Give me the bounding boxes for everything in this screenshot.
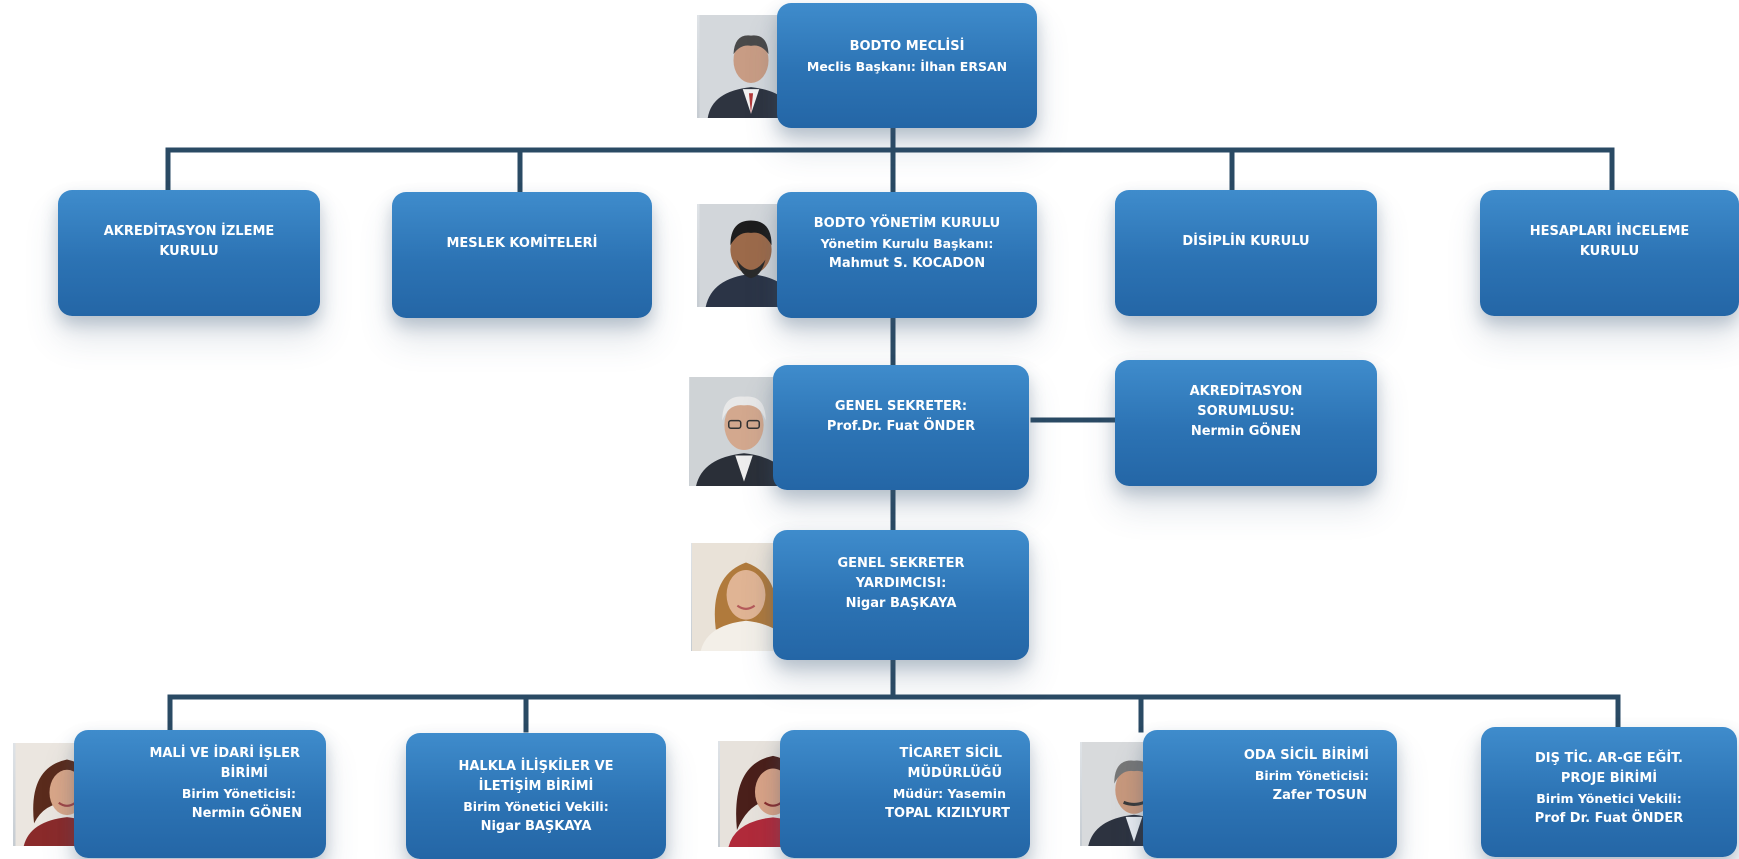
box-line: YARDIMCISI:: [855, 576, 947, 591]
meclis-title: BODTO MECLİSİ: [849, 39, 965, 54]
box-line: HESAPLARI İNCELEME: [1529, 224, 1690, 239]
box-line: TİCARET SİCİL: [899, 746, 1002, 761]
box-line: TOPAL KIZILYURT: [885, 806, 1010, 821]
genel-sekreter-box: GENEL SEKRETER: Prof.Dr. Fuat ÖNDER: [773, 365, 1029, 490]
oda-sicil-box: ODA SİCİL BİRİMİ Birim Yöneticisi: Zafer…: [1143, 730, 1397, 858]
box-line: Müdür: Yasemin: [892, 786, 1006, 801]
box-line: Nermin GÖNEN: [191, 806, 302, 821]
box-line: MALİ VE İDARİ İŞLER: [149, 746, 300, 761]
box-line: Prof.Dr. Fuat ÖNDER: [826, 419, 976, 434]
meclis-president: Meclis Başkanı: İlhan ERSAN: [806, 59, 1008, 74]
box-line: Birim Yönetici Vekili:: [1536, 791, 1682, 806]
genel-sekreter-yardimcisi-box: GENEL SEKRETER YARDIMCISI: Nigar BAŞKAYA: [773, 530, 1029, 660]
box-line: Mahmut S. KOCADON: [828, 256, 986, 271]
box-line: Birim Yöneticisi:: [1254, 768, 1369, 783]
box-line: MÜDÜRLÜĞÜ: [907, 766, 1002, 781]
box-line: GENEL SEKRETER: [837, 556, 965, 571]
ticaret-sicil-box: TİCARET SİCİL MÜDÜRLÜĞÜ Müdür: Yasemin T…: [780, 730, 1030, 858]
box-line: Nermin GÖNEN: [1190, 424, 1302, 439]
box-line: Birim Yönetici Vekili:: [463, 799, 609, 814]
box-line: GENEL SEKRETER:: [834, 399, 968, 414]
yonetim-kurulu-box: BODTO YÖNETİM KURULU Yönetim Kurulu Başk…: [777, 192, 1037, 318]
box-line: Nigar BAŞKAYA: [845, 596, 957, 611]
box-line: KURULU: [1579, 244, 1640, 259]
box-line: DIŞ TİC. AR-GE EĞİT.: [1535, 751, 1683, 766]
box-line: BİRİMİ: [220, 766, 268, 781]
box-line: Yönetim Kurulu Başkanı:: [820, 236, 994, 251]
meslek-komiteleri-box: MESLEK KOMİTELERİ: [392, 192, 652, 318]
box-line: ODA SİCİL BİRİMİ: [1243, 748, 1369, 763]
box-line: MESLEK KOMİTELERİ: [446, 236, 598, 251]
akreditasyon-sorumlusu-box: AKREDİTASYON SORUMLUSU: Nermin GÖNEN: [1115, 360, 1377, 486]
box-line: Prof Dr. Fuat ÖNDER: [1534, 811, 1684, 826]
dis-ticaret-arge-box: DIŞ TİC. AR-GE EĞİT. PROJE BİRİMİ Birim …: [1481, 727, 1737, 857]
box-line: HALKLA İLİŞKİLER VE: [458, 759, 614, 774]
box-line: KURULU: [159, 244, 219, 259]
box-line: DİSİPLİN KURULU: [1182, 234, 1310, 249]
mali-idari-isler-box: MALİ VE İDARİ İŞLER BİRİMİ Birim Yönetic…: [74, 730, 326, 858]
box-line: PROJE BİRİMİ: [1560, 771, 1658, 786]
meclis-box: BODTO MECLİSİ Meclis Başkanı: İlhan ERSA…: [777, 3, 1037, 128]
halkla-iliskiler-box: HALKLA İLİŞKİLER VE İLETİŞİM BİRİMİ Biri…: [406, 733, 666, 859]
box-line: SORUMLUSU:: [1197, 404, 1295, 419]
hesaplari-inceleme-box: HESAPLARI İNCELEME KURULU: [1480, 190, 1739, 316]
box-line: Zafer TOSUN: [1272, 788, 1367, 803]
box-line: AKREDİTASYON: [1189, 384, 1303, 399]
box-line: Birim Yöneticisi:: [181, 786, 296, 801]
box-line: İLETİŞİM BİRİMİ: [478, 779, 594, 794]
box-line: AKREDİTASYON İZLEME: [103, 224, 275, 239]
akreditasyon-izleme-box: AKREDİTASYON İZLEME KURULU: [58, 190, 320, 316]
box-line: BODTO YÖNETİM KURULU: [813, 216, 1001, 231]
disiplin-kurulu-box: DİSİPLİN KURULU: [1115, 190, 1377, 316]
box-line: Nigar BAŞKAYA: [480, 819, 592, 834]
